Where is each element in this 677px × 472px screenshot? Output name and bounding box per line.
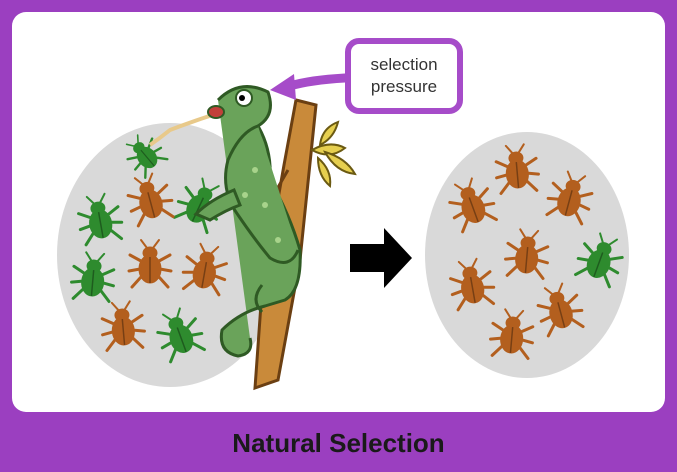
selection-pressure-line1: selection: [370, 54, 437, 76]
leaf-cluster: [312, 122, 355, 186]
transition-arrow: [350, 228, 412, 288]
pressure-arrow: [290, 78, 345, 86]
pressure-arrowhead: [270, 74, 296, 100]
selection-pressure-label: selection pressure: [345, 38, 463, 114]
diagram-title: Natural Selection: [0, 418, 677, 468]
selection-pressure-line2: pressure: [371, 76, 437, 98]
